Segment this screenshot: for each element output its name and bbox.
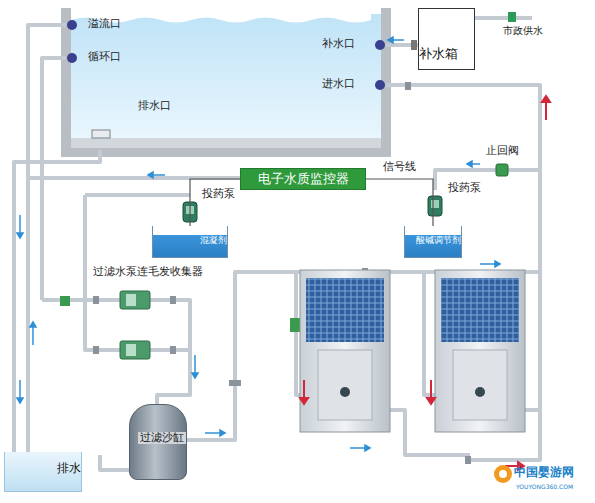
node-text: 混凝剂 [200, 235, 227, 245]
water-tank: 补水箱 [418, 8, 475, 70]
part-label: 市政供水 [503, 25, 543, 37]
node-text: 过滤沙缸 [138, 432, 186, 445]
chemical-tank: 混凝剂 [152, 226, 228, 258]
edge-label: 信号线 [381, 161, 418, 174]
chemical-tank: 酸碱调节剂 [404, 226, 462, 258]
part-label: YOUYONG360.COM [516, 484, 573, 491]
part-label: 投药泵 [448, 182, 481, 195]
part-label: 中国婴游网 [514, 466, 574, 480]
part-label: 进水口 [322, 78, 355, 91]
sand-filter: 过滤沙缸 [129, 404, 187, 480]
part-label: 循环口 [88, 51, 121, 64]
part-label: 补水口 [322, 38, 355, 51]
node-text: 电子水质监控器 [258, 172, 349, 187]
part-label: 投药泵 [202, 188, 235, 201]
part-label: 排水口 [138, 100, 171, 113]
node-text: 酸碱调节剂 [416, 235, 461, 245]
part-label: 过滤水泵连毛发收集器 [93, 266, 203, 279]
node-text: 补水箱 [419, 47, 458, 62]
drain-tank: 排水 [4, 452, 82, 492]
node-text: 排水 [57, 462, 81, 476]
signal-line [190, 179, 240, 226]
part-label: 止回阀 [486, 145, 519, 158]
part-label: 溢流口 [88, 18, 121, 31]
signal-line [366, 179, 433, 226]
monitor-band: 电子水质监控器 [240, 168, 366, 190]
